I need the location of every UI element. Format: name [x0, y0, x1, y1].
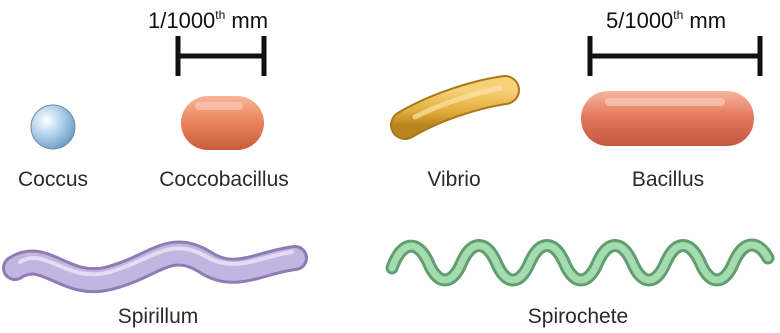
label-coccobacillus: Coccobacillus: [159, 168, 289, 192]
scale-unit: mm: [683, 8, 726, 33]
coccus-shape: [31, 105, 75, 149]
scale-superscript: th: [215, 8, 225, 22]
label-spirillum: Spirillum: [118, 305, 199, 329]
scale-superscript: th: [673, 8, 683, 22]
scale-unit: mm: [225, 8, 268, 33]
scale-number: 1/1000: [148, 8, 215, 33]
scale-label-small: 1/1000th mm: [148, 8, 268, 34]
label-spirochete: Spirochete: [528, 305, 628, 329]
label-vibrio: Vibrio: [427, 168, 480, 192]
scale-bar-large: [590, 36, 760, 76]
scale-number: 5/1000: [606, 8, 673, 33]
scale-bar-small: [178, 36, 264, 76]
label-coccus: Coccus: [18, 168, 88, 192]
scale-label-large: 5/1000th mm: [606, 8, 726, 34]
label-bacillus: Bacillus: [632, 168, 704, 192]
spirochete-shape: [392, 245, 768, 280]
